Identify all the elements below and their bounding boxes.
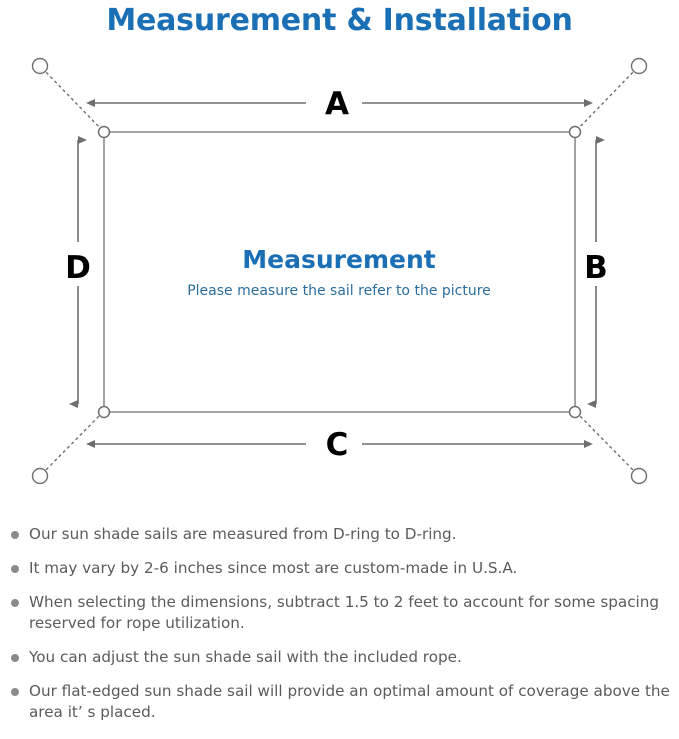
list-item: It may vary by 2-6 inches since most are… [0,558,679,579]
note-text: You can adjust the sun shade sail with t… [29,648,462,666]
bullet-icon [11,565,19,573]
note-text: It may vary by 2-6 inches since most are… [29,559,518,577]
sail-subtitle: Please measure the sail refer to the pic… [187,283,491,299]
d-ring-top-right [568,125,582,139]
bullet-icon [11,531,19,539]
dimension-label-b: B [584,250,608,286]
d-ring-bottom-left [97,405,111,419]
dimension-line-right: B [584,136,608,408]
anchor-point-top-left [31,57,49,75]
list-item: Our flat-edged sun shade sail will provi… [0,681,679,723]
dimension-label-c: C [326,427,349,463]
diagram-svg: A C D B Measurement Please measure the s… [31,57,648,485]
dimension-line-left: D [65,136,91,408]
note-text: Our flat-edged sun shade sail will provi… [29,682,670,721]
notes-list: Our sun shade sails are measured from D-… [0,524,679,736]
d-ring-top-left [97,125,111,139]
note-text: When selecting the dimensions, subtract … [29,593,660,632]
d-rings [97,125,582,419]
bullet-icon [11,654,19,662]
rope-line-bottom-right [575,411,638,475]
list-item: When selecting the dimensions, subtract … [0,592,679,634]
dimension-line-bottom: C [86,427,593,463]
rope-line-top-left [41,67,104,132]
dimension-label-d: D [65,250,91,286]
anchor-point-top-right [630,57,648,75]
page-title: Measurement & Installation [106,3,573,38]
anchor-points [31,57,648,485]
anchor-point-bottom-left [31,467,49,485]
rope-line-bottom-left [41,411,104,475]
measurement-diagram: A C D B Measurement Please measure the s… [0,46,679,516]
dimension-line-top: A [86,86,593,122]
sail-title: Measurement [242,245,435,274]
rope-lines [41,67,638,475]
anchor-point-bottom-right [630,467,648,485]
note-text: Our sun shade sails are measured from D-… [29,525,457,543]
rope-line-top-right [575,67,638,132]
bullet-icon [11,599,19,607]
list-item: You can adjust the sun shade sail with t… [0,647,679,668]
bullet-icon [11,688,19,696]
list-item: Our sun shade sails are measured from D-… [0,524,679,545]
d-ring-bottom-right [568,405,582,419]
sail-body [103,131,576,413]
dimension-label-a: A [325,86,349,122]
